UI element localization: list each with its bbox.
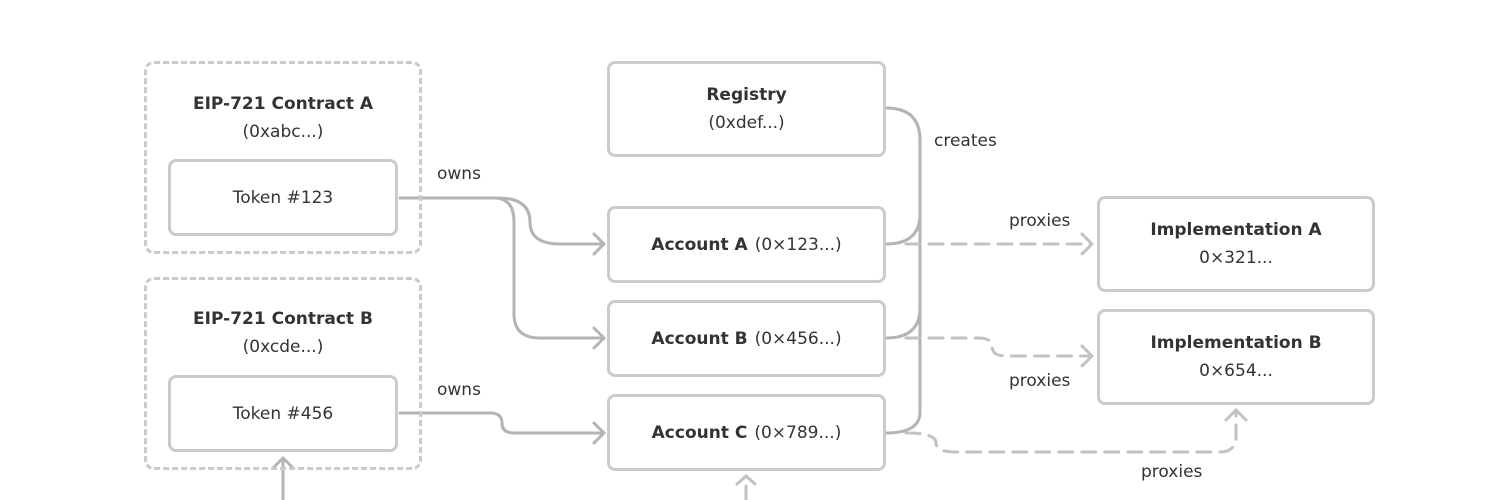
token-456-node[interactable]: Token #456 xyxy=(168,375,398,452)
contract-a-address: (0xabc...) xyxy=(242,122,324,142)
creates-edge-account-b xyxy=(884,306,922,340)
owns-label-2: owns xyxy=(437,380,481,400)
owns-edge-token123-account-a xyxy=(398,196,606,246)
owns-edge-token123-account-b xyxy=(398,196,606,340)
account-b-name: Account B xyxy=(651,328,748,349)
arrowhead-account-a xyxy=(592,232,606,256)
account-c-name: Account C xyxy=(651,422,748,443)
implementation-a-name: Implementation A xyxy=(1150,220,1322,240)
account-b-address: (0×456...) xyxy=(754,328,842,349)
owns-label-1: owns xyxy=(437,164,481,184)
registry-title: Registry xyxy=(706,85,787,105)
implementation-b-name: Implementation B xyxy=(1150,333,1322,353)
account-c-node[interactable]: Account C (0×789...) xyxy=(607,394,886,471)
contract-a-group: EIP-721 Contract A (0xabc...) xyxy=(144,61,422,254)
creates-edge-account-a xyxy=(884,212,922,246)
arrowhead-impl-b-bottom xyxy=(1224,408,1248,422)
creates-edge-registry xyxy=(884,106,922,435)
registry-address: (0xdef...) xyxy=(708,113,785,133)
account-a-name: Account A xyxy=(651,234,748,255)
contract-b-title: EIP-721 Contract B xyxy=(193,309,373,329)
account-c-address: (0×789...) xyxy=(754,422,842,443)
account-a-node[interactable]: Account A (0×123...) xyxy=(607,206,886,283)
contract-b-address: (0xcde...) xyxy=(242,337,324,357)
creates-label: creates xyxy=(934,131,997,151)
proxies-edge-account-b-impl-b xyxy=(904,336,1094,358)
contract-a-title: EIP-721 Contract A xyxy=(192,94,374,114)
arrowhead-impl-a xyxy=(1080,232,1094,256)
proxies-edge-account-c-impl-b xyxy=(904,408,1238,454)
token-123-label: Token #123 xyxy=(232,187,334,208)
arrowhead-account-b xyxy=(592,326,606,350)
account-b-node[interactable]: Account B (0×456...) xyxy=(607,300,886,377)
proxies-label-b: proxies xyxy=(1009,371,1071,391)
implementation-a-node[interactable]: Implementation A 0×321... xyxy=(1097,196,1375,292)
proxies-label-c: proxies xyxy=(1141,462,1203,482)
contract-b-group: EIP-721 Contract B (0xcde...) xyxy=(144,277,422,470)
arrowhead-contract-b xyxy=(271,456,295,470)
owns-edge-token456-account-c xyxy=(398,411,606,435)
token-456-label: Token #456 xyxy=(232,403,334,424)
implementation-b-node[interactable]: Implementation B 0×654... xyxy=(1097,309,1375,405)
implementation-b-address: 0×654... xyxy=(1199,361,1273,381)
arrowhead-account-c xyxy=(592,421,606,445)
account-a-address: (0×123...) xyxy=(754,234,842,255)
proxies-label-a: proxies xyxy=(1009,211,1071,231)
arrowhead-impl-b xyxy=(1080,344,1094,368)
token-123-node[interactable]: Token #123 xyxy=(168,159,398,236)
arrowhead-account-c-bottom xyxy=(735,474,757,486)
registry-node[interactable]: Registry (0xdef...) xyxy=(607,61,886,157)
implementation-a-address: 0×321... xyxy=(1199,248,1273,268)
